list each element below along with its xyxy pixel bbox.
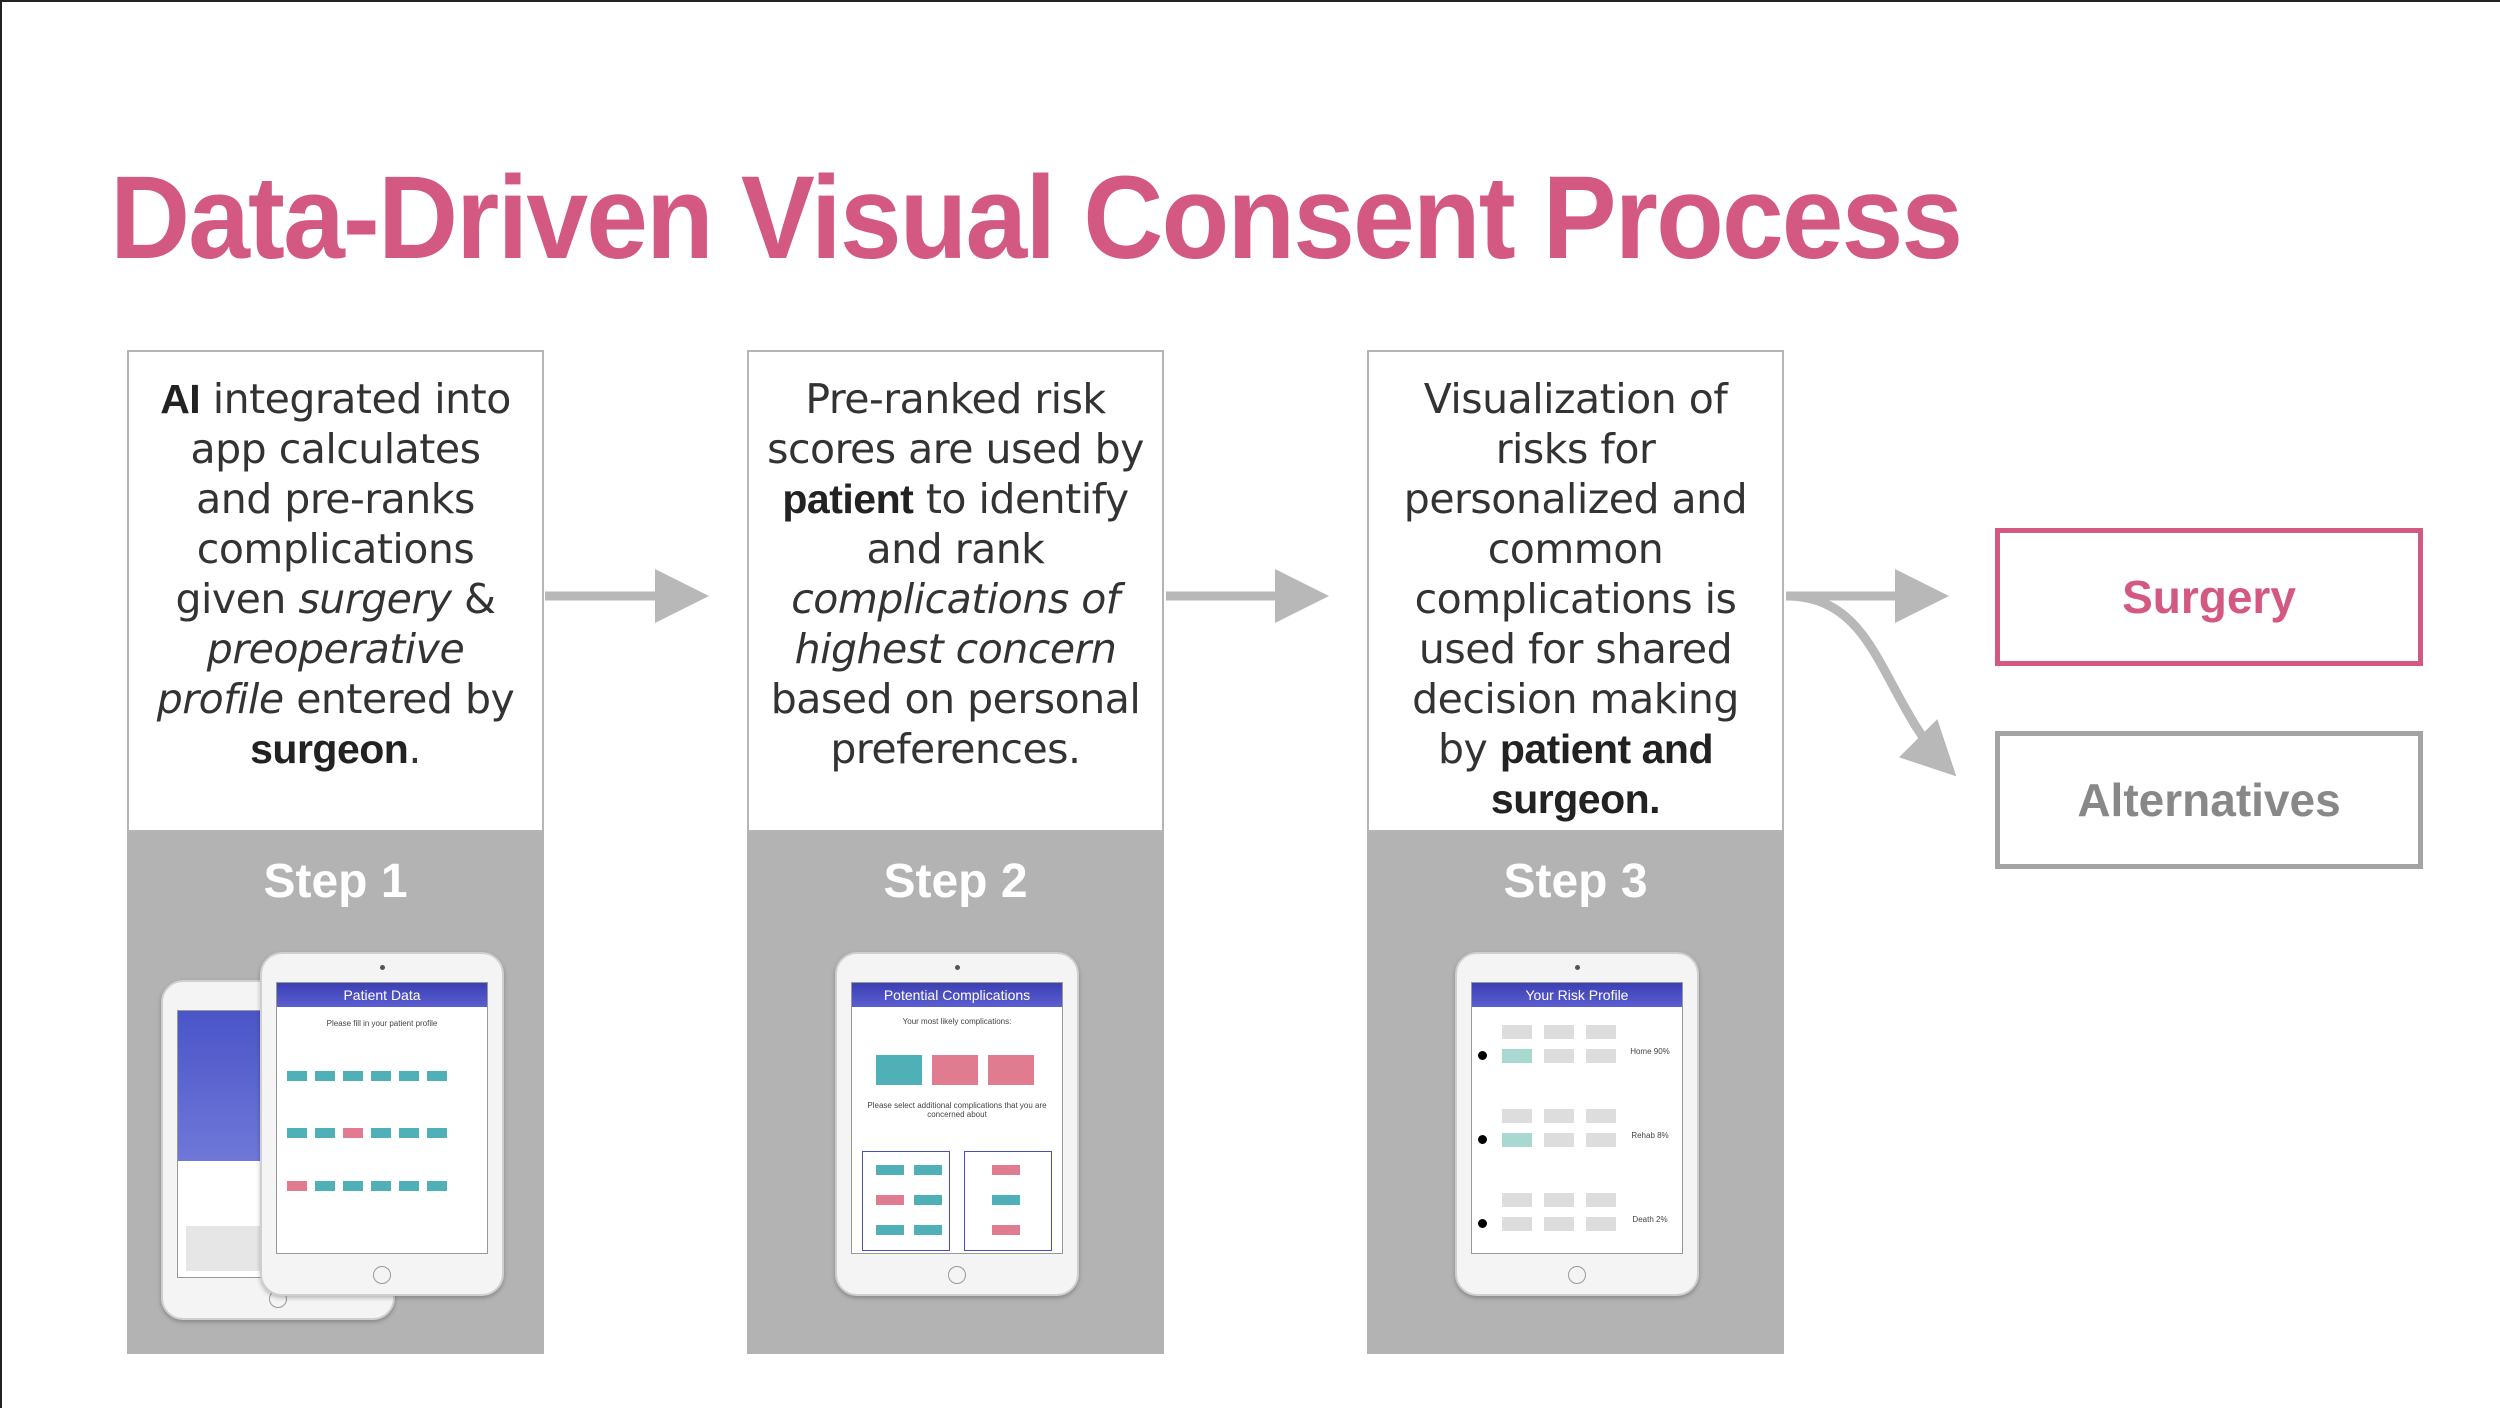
screen-title: Your Risk Profile (1472, 983, 1682, 1007)
screen-subtitle: Your most likely complications: (902, 1017, 1012, 1026)
text-preoperative-profile: preoperative profile (156, 625, 465, 723)
frame-top-border (0, 0, 2500, 2)
step-1-card: AI integrated into app calculates and pr… (127, 350, 544, 1354)
step-2-description: Pre-ranked risk scores are used by patie… (767, 374, 1144, 774)
step-2-label: Step 2 (883, 855, 1028, 908)
text-segment: & (451, 575, 496, 623)
alternatives-outcome-box: Alternatives (1995, 731, 2423, 869)
page-title: Data-Driven Visual Consent Process (110, 152, 1963, 284)
text-surgeon: surgeon (250, 726, 409, 772)
screen-subtitle: Please fill in your patient profile (326, 1019, 438, 1028)
text-segment: based on personal preferences. (770, 675, 1141, 773)
text-ai: AI (160, 376, 201, 422)
step-1-label: Step 1 (263, 855, 408, 908)
text-segment: Visualization of risks for personalized … (1403, 375, 1748, 773)
text-segment: . (408, 725, 421, 773)
outcome-death-label: Death 2% (1632, 1215, 1668, 1224)
text-segment: integrated into app calculates and pre-r… (175, 375, 511, 623)
surgery-label: Surgery (2122, 571, 2296, 623)
text-surgery: surgery (298, 575, 452, 623)
outcome-rehab-label: Rehab 8% (1631, 1131, 1669, 1140)
outcome-home-label: Home 90% (1630, 1047, 1670, 1056)
step-2-card: Pre-ranked risk scores are used by patie… (747, 350, 1164, 1354)
text-complications-highest-concern: complications of highest concern (791, 575, 1120, 673)
text-segment: entered by (283, 675, 515, 723)
tablet-potential-complications-image: Potential Complications Your most likely… (835, 952, 1079, 1296)
step-1-description: AI integrated into app calculates and pr… (147, 374, 524, 774)
step-3-panel: Step 3 Your Risk Profile Home 90% Rehab … (1367, 832, 1784, 1354)
step-3-label: Step 3 (1503, 855, 1648, 908)
text-patient: patient (782, 476, 914, 522)
text-patient-and-surgeon: patient and surgeon. (1490, 726, 1714, 822)
surgery-outcome-box: Surgery (1995, 528, 2423, 666)
arrow-to-alternatives (1785, 591, 1957, 777)
screen-subtitle-2: Please select additional complications t… (867, 1101, 1047, 1119)
tablet-patient-data-image: Patient Data Please fill in your patient… (260, 952, 504, 1296)
step-1-panel: Step 1 Patient Data Please fill in your … (127, 832, 544, 1354)
tablet-risk-profile-image: Your Risk Profile Home 90% Rehab 8% Deat… (1455, 952, 1699, 1296)
step-2-description-box: Pre-ranked risk scores are used by patie… (747, 350, 1164, 832)
screen-title: Potential Complications (852, 983, 1062, 1007)
alternatives-label: Alternatives (2077, 774, 2341, 826)
screen-title: Patient Data (277, 983, 487, 1007)
step-3-description-box: Visualization of risks for personalized … (1367, 350, 1784, 832)
step-3-card: Visualization of risks for personalized … (1367, 350, 1784, 1354)
text-segment: to identify and rank (866, 475, 1130, 573)
step-2-panel: Step 2 Potential Complications Your most… (747, 832, 1164, 1354)
step-3-description: Visualization of risks for personalized … (1387, 374, 1764, 824)
text-segment: Pre-ranked risk scores are used by (767, 375, 1144, 473)
step-1-description-box: AI integrated into app calculates and pr… (127, 350, 544, 832)
frame-left-border (0, 0, 2, 1408)
